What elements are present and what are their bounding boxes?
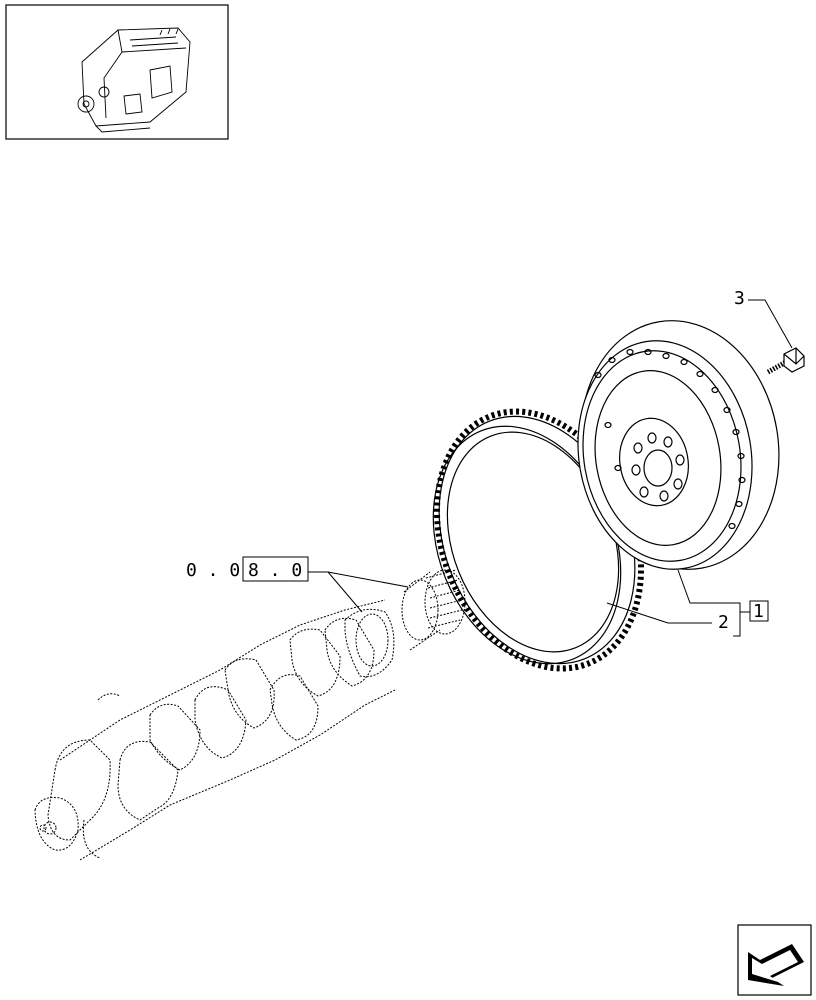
engine-thumbnail[interactable]	[5, 4, 229, 140]
callout-item-3[interactable]: 3	[734, 288, 745, 309]
flywheel-rim-holes	[594, 348, 746, 530]
flywheel-bolt-holes	[631, 432, 685, 502]
callout-ref-prefix: 0 . 0	[186, 560, 240, 581]
callout-item-1[interactable]: 1	[753, 601, 764, 622]
crankshaft-reference	[34, 599, 396, 861]
flywheel-bolt	[766, 347, 805, 375]
engine-thumbnail-icon	[77, 27, 191, 133]
leader-lines	[308, 299, 793, 637]
callout-ref-link[interactable]: 8 . 0	[248, 560, 302, 581]
flywheel	[577, 320, 780, 570]
callout-item-2[interactable]: 2	[718, 612, 729, 633]
next-page-arrow-icon[interactable]	[737, 924, 812, 996]
callout-labels: 3 2 1 0 . 0 8 . 0	[186, 288, 769, 633]
